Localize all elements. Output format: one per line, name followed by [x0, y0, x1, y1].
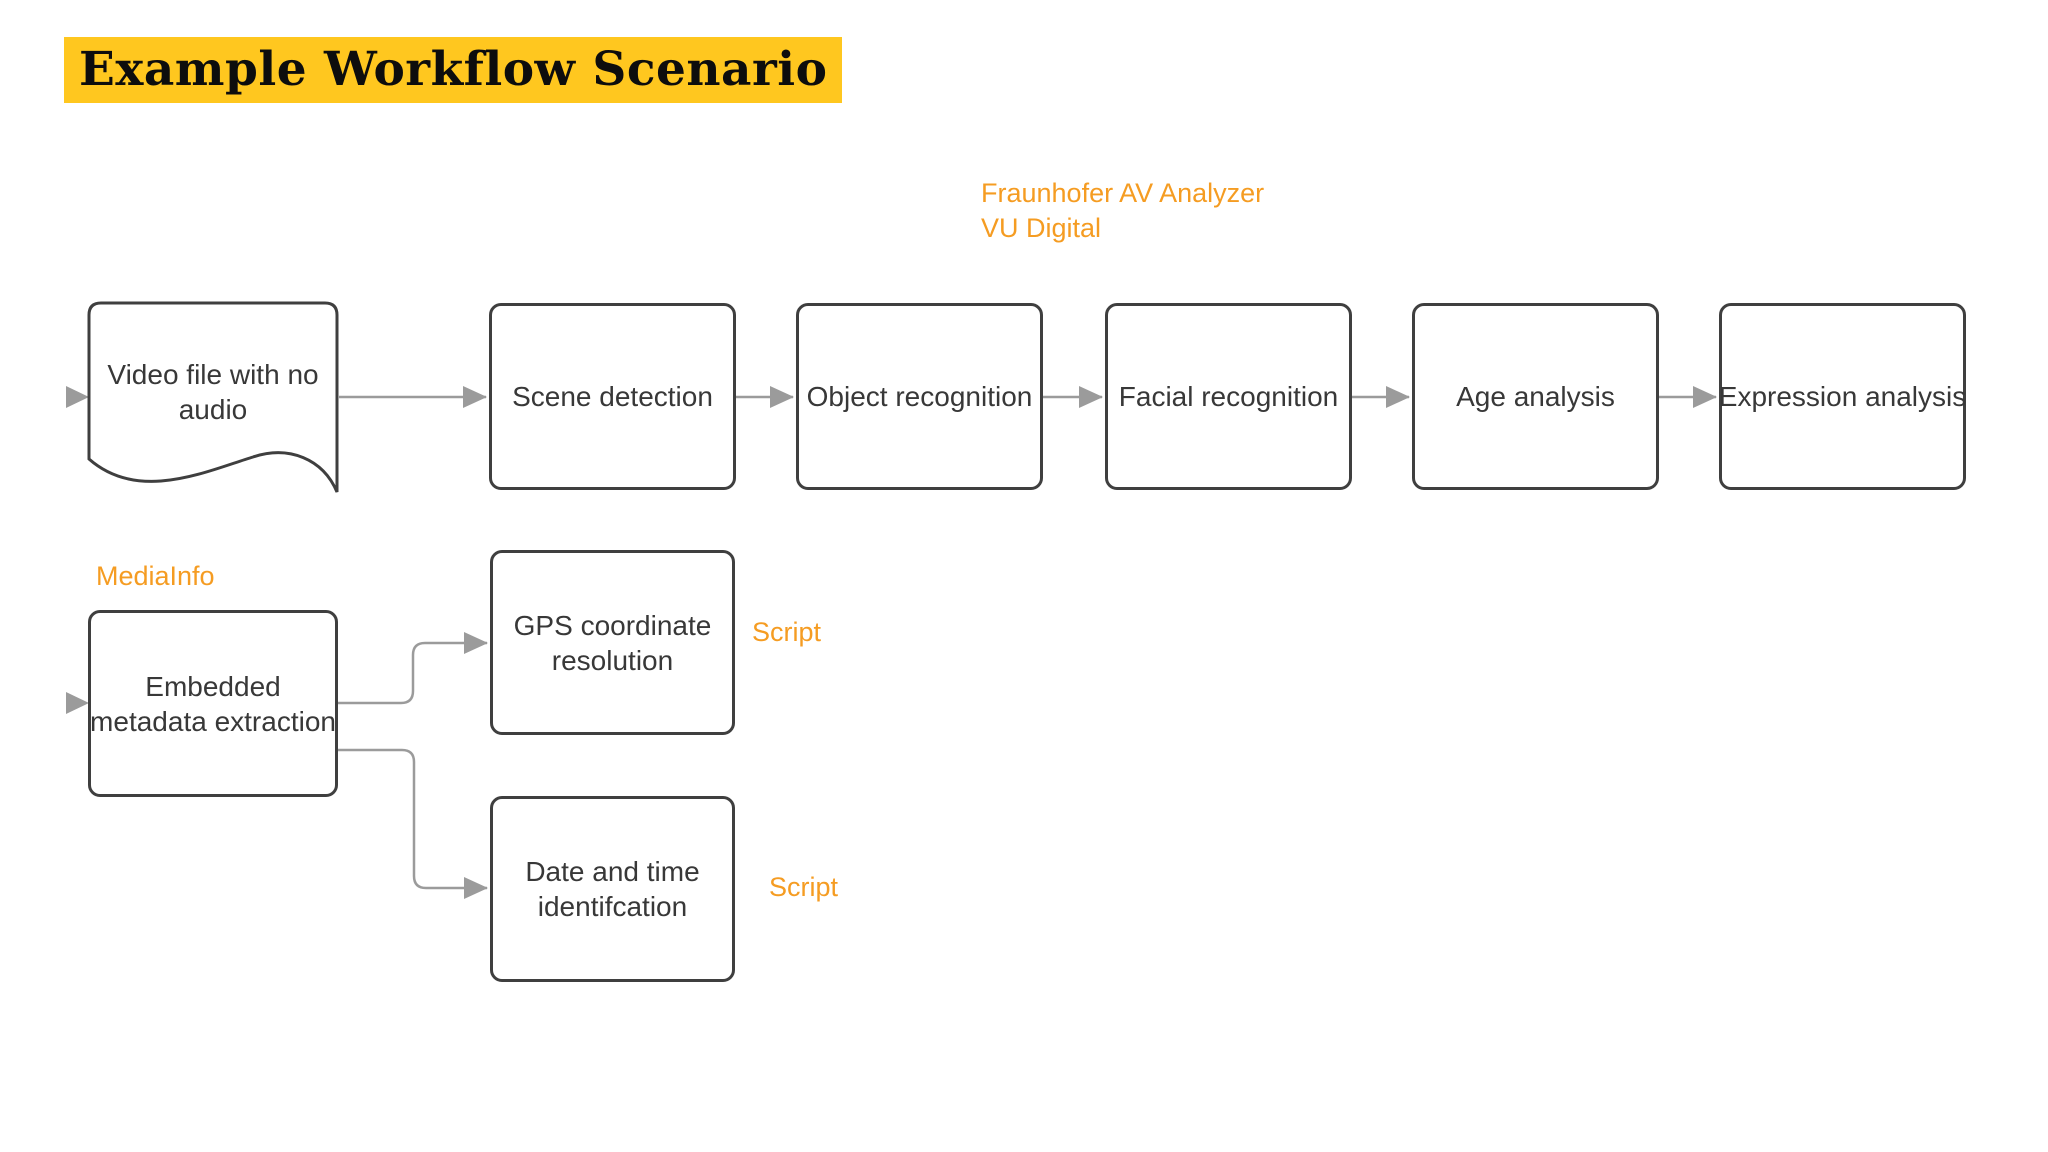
node-expression-analysis: Expression analysis [1719, 303, 1966, 490]
edge-start-to-video-arrowhead [66, 386, 89, 408]
annotation-script-gps: Script [752, 617, 822, 647]
node-date-time-identification: Date and time identifcation [490, 796, 735, 982]
node-label: Age analysis [1456, 381, 1615, 412]
node-gps-coordinate-resolution: GPS coordinate resolution [490, 550, 735, 735]
edge-embedded-to-gps [338, 632, 488, 705]
node-label: Date and time identifcation [525, 856, 700, 922]
node-embedded-metadata-extraction: Embedded metadata extraction [88, 610, 338, 797]
node-object-recognition: Object recognition [796, 303, 1043, 490]
document-shape-outline [87, 301, 339, 493]
node-label: Expression analysis [1718, 381, 1967, 412]
node-label: Scene detection [512, 381, 713, 412]
node-facial-recognition: Facial recognition [1105, 303, 1352, 490]
annotation-mediainfo: MediaInfo [96, 561, 215, 591]
node-label: Embedded metadata extraction [90, 670, 336, 737]
edge-start-to-embedded-arrowhead [66, 692, 89, 714]
node-label: Object recognition [806, 381, 1033, 412]
page-title: Example Workflow Scenario [64, 37, 843, 103]
node-video-file-shape [87, 301, 339, 493]
node-scene-detection: Scene detection [489, 303, 736, 490]
annotation-script-date: Script [769, 872, 839, 902]
edge-embedded-to-datetime [338, 748, 488, 899]
node-age-analysis: Age analysis [1412, 303, 1659, 490]
node-label: Facial recognition [1118, 381, 1339, 412]
node-label: GPS coordinate resolution [513, 609, 712, 676]
node-video-file-label: Video file with no audio [107, 359, 319, 425]
annotation-fraunhofer-vu-digital: Fraunhofer AV Analyzer VU Digital [981, 178, 1265, 243]
